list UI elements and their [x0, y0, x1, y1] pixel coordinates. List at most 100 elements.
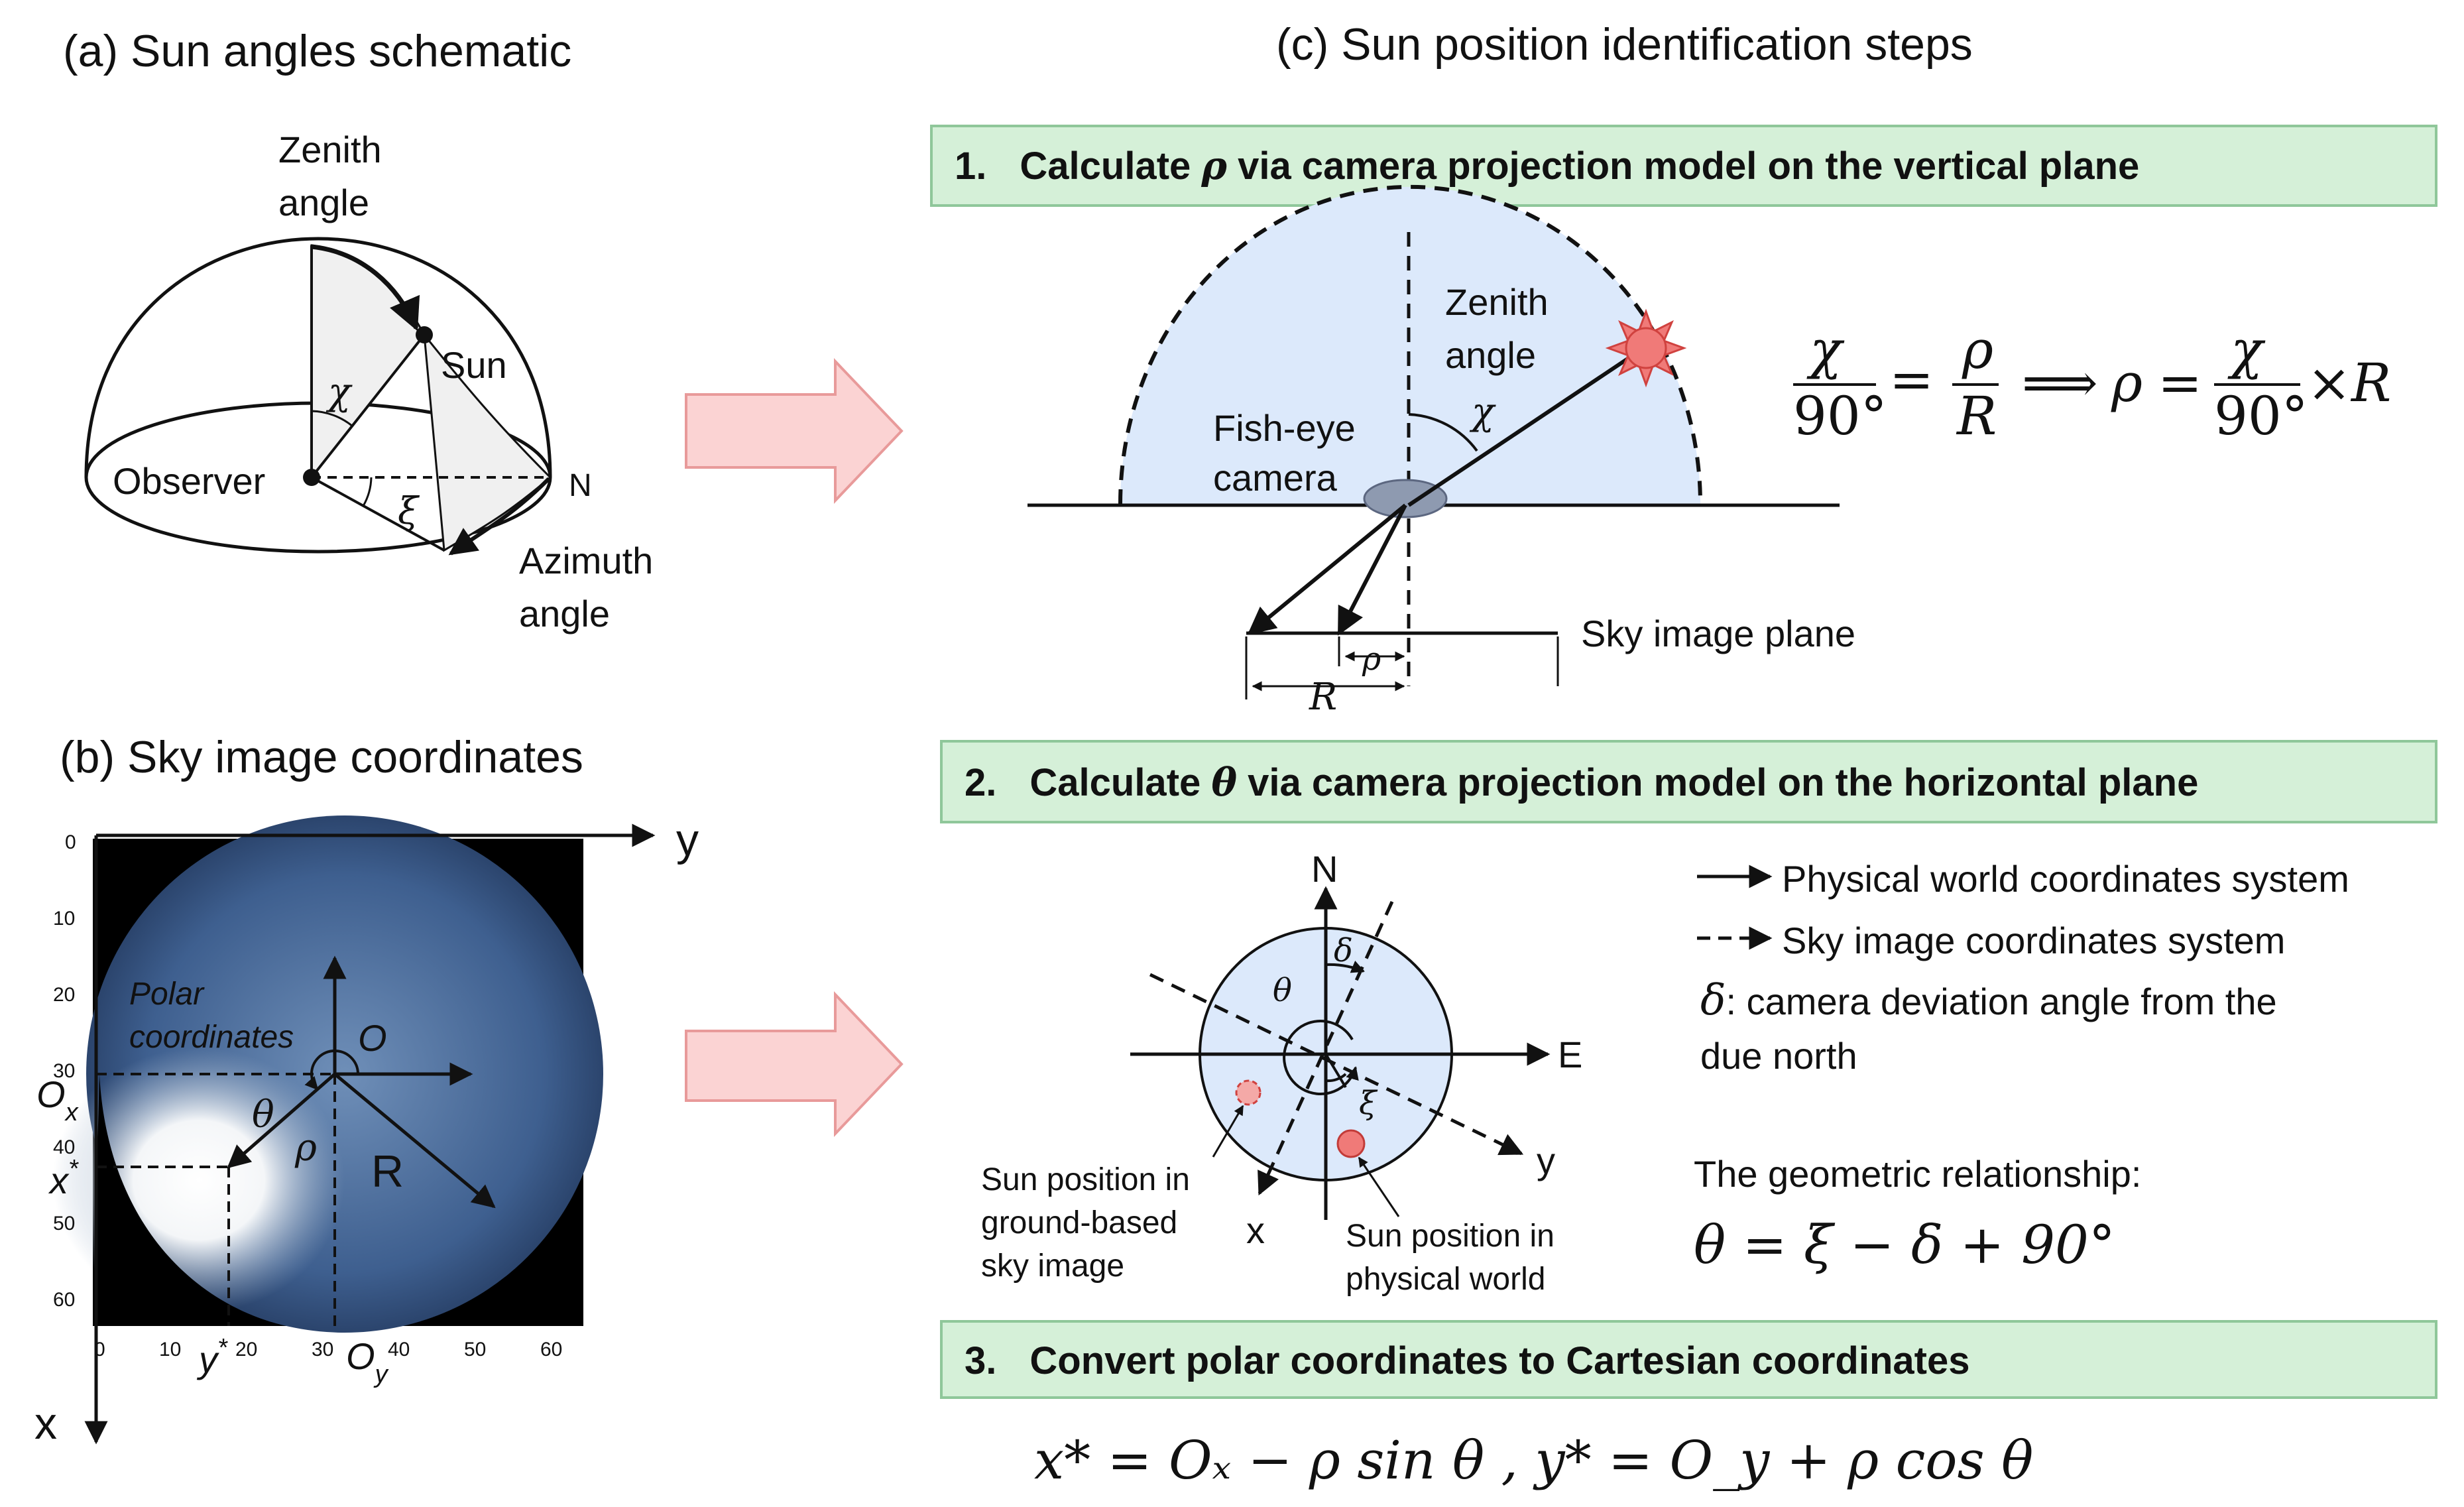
- observer-sun-line: [310, 333, 426, 479]
- step2-post: via camera projection model on the horiz…: [1237, 761, 2198, 804]
- sun-image-pointer: [1212, 1105, 1244, 1158]
- chi-arc: [311, 410, 353, 428]
- ytick-30: 30: [53, 1060, 75, 1082]
- sun-ray: [1407, 355, 1632, 507]
- polar-label-1: Polar: [129, 977, 205, 1012]
- theta-symbol: θ: [252, 1093, 274, 1136]
- equation-2: θ = ξ − δ + 90°: [1694, 1214, 2115, 1276]
- step1-zenith-label-2: angle: [1445, 334, 1536, 376]
- xtick-30: 30: [312, 1339, 333, 1360]
- sky-plane-label: Sky image plane: [1581, 613, 1855, 654]
- step3-text: 3.Convert polar coordinates to Cartesian…: [965, 1339, 1969, 1382]
- fisheye-label-2: camera: [1213, 457, 1338, 499]
- eq1-90-den: 90°: [1793, 385, 1887, 447]
- xtick-0: 0: [94, 1339, 105, 1360]
- panel-c-title: (c) Sun position identification steps: [1276, 19, 1973, 70]
- compass-delta-symbol: δ: [1334, 932, 1353, 969]
- eq1-implies: ⟹: [2022, 352, 2098, 414]
- big-arrow-top: [685, 358, 904, 504]
- delta-arc: [1325, 960, 1365, 973]
- ytick-20: 20: [53, 984, 75, 1006]
- eq1-times-R: ×R: [2307, 352, 2391, 414]
- step2-box: [940, 740, 2437, 823]
- image-x-dashed-axis: [1258, 900, 1394, 1196]
- step3-box: [940, 1320, 2437, 1399]
- compass-e-label: E: [1558, 1034, 1582, 1075]
- legend: Physical world coordinates system Sky im…: [1694, 858, 2349, 1276]
- north-label: N: [569, 468, 592, 503]
- oy-main: O: [346, 1335, 375, 1377]
- xtick-40: 40: [388, 1339, 410, 1360]
- step1-pre: Calculate: [1020, 145, 1201, 188]
- sun-dot: [416, 326, 433, 343]
- polar-origin-label: O: [358, 1017, 387, 1059]
- ytick-40: 40: [53, 1136, 75, 1158]
- zenith-label-2: angle: [278, 182, 369, 223]
- xtick-60: 60: [540, 1339, 562, 1360]
- xstar-label: x*: [48, 1155, 79, 1201]
- ox-label: Ox: [36, 1073, 80, 1126]
- ytick-50: 50: [53, 1213, 75, 1235]
- step2-pre: Calculate: [1029, 761, 1211, 804]
- xtick-10: 10: [159, 1339, 181, 1360]
- legend-physical-label: Physical world coordinates system: [1782, 858, 2349, 900]
- zenith-angle-arc: [1408, 413, 1478, 452]
- sun-image-marker: [1235, 1079, 1261, 1106]
- xi-ray: [1324, 1053, 1347, 1089]
- hemisphere-dome: [84, 237, 552, 478]
- theta-arc: [310, 1050, 359, 1075]
- ox-main: O: [36, 1073, 66, 1115]
- projection-ray-rho: [1337, 504, 1407, 636]
- polar-label-2: coordinates: [129, 1020, 294, 1055]
- step1-zenith-label-1: Zenith: [1445, 281, 1549, 323]
- step2-text: 2. Calculate θ via camera projection mode…: [965, 760, 2198, 805]
- sun-label: Sun: [441, 344, 507, 386]
- step2-symbol: θ: [1211, 760, 1237, 805]
- eq1-equals: =: [1889, 349, 1934, 410]
- panel-b: (b) Sky image coordinates y x 0 10 20 30…: [34, 732, 699, 1449]
- xstar-superscript: *: [68, 1155, 79, 1183]
- sky-dome-fill: [1120, 186, 1700, 504]
- ytick-60: 60: [53, 1289, 75, 1311]
- step1-number: 1.: [955, 145, 986, 188]
- fisheye-label-1: Fish-eye: [1213, 407, 1356, 449]
- projection-ray-R: [1247, 503, 1407, 635]
- oy-label: Oy: [346, 1335, 389, 1388]
- step1-R-symbol: R: [1309, 676, 1337, 719]
- delta-definition-symbol: δ: [1700, 976, 1726, 1025]
- step2-number: 2.: [965, 761, 996, 804]
- sun-world-marker: [1336, 1129, 1366, 1158]
- xi-symbol: ξ: [398, 490, 420, 533]
- ytick-0: 0: [65, 831, 76, 853]
- sun-world-pointer: [1358, 1156, 1400, 1217]
- polar-radius-arrow: [333, 1073, 496, 1209]
- step1-text: 1.Calculate ρ via camera projection mode…: [955, 143, 2139, 188]
- theta-compass-arc: [1283, 1020, 1359, 1095]
- azimuth-label-2: angle: [519, 593, 610, 634]
- xi-arc: [362, 477, 373, 507]
- panel-c: (c) Sun position identification steps 1.…: [930, 19, 2437, 1491]
- image-corner-bl: [93, 1074, 285, 1326]
- big-arrow-bottom: [685, 991, 904, 1137]
- panel-a-title: (a) Sun angles schematic: [63, 26, 571, 76]
- axis-y-label: y: [676, 815, 699, 865]
- bottom-tick-labels: 0 10 20 30 40 50 60: [94, 1339, 562, 1360]
- observer-label: Observer: [113, 460, 265, 502]
- left-tick-labels: 0 10 20 30 40 50 60: [53, 831, 76, 1311]
- compass-y-label: y: [1537, 1140, 1555, 1181]
- delta-definition-line2: due north: [1700, 1035, 1857, 1077]
- sun-image-label-1: Sun position in: [981, 1162, 1190, 1197]
- equation-3: x* = Oₓ − ρ sin θ , y* = O_y + ρ cos θ: [1034, 1429, 2033, 1491]
- eq1-chi-num: χ: [1806, 319, 1845, 381]
- step1-symbol: ρ: [1201, 143, 1227, 188]
- ox-subscript: x: [64, 1099, 80, 1126]
- equation-1: χ 90° = ρ R ⟹ ρ = χ 90° ×R: [1793, 319, 2391, 447]
- ystar-main: y: [196, 1339, 219, 1380]
- eq1-R-den: R: [1956, 385, 1997, 447]
- radius-label: R: [371, 1146, 404, 1197]
- compass-theta-symbol: θ: [1273, 972, 1292, 1009]
- delta-definition-line1: δ: camera deviation angle from the: [1700, 976, 2277, 1025]
- azimuth-arc-arrow: [448, 477, 551, 556]
- zenith-label-1: Zenith: [278, 129, 382, 170]
